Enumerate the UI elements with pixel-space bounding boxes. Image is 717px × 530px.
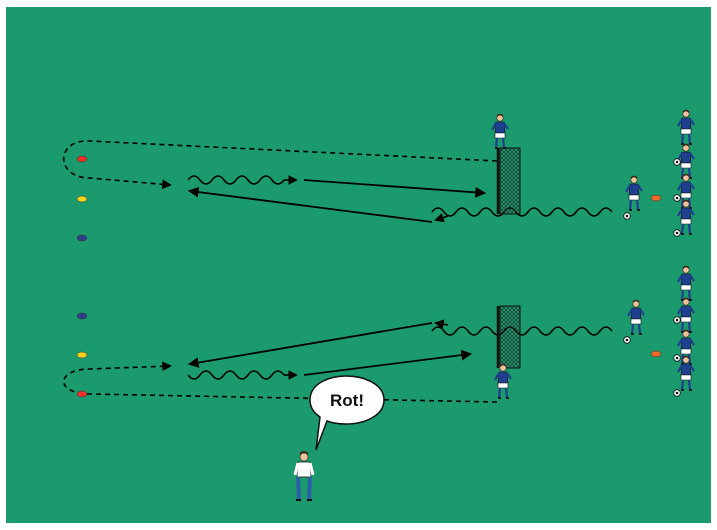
dribble-path-top-right: [431, 207, 613, 217]
cone-orange-bottom: [650, 350, 662, 358]
dribble-path-bottom-right: [431, 326, 613, 336]
ball-top-dribbler: [623, 212, 631, 220]
goal-bottom: [496, 305, 521, 369]
cone-blue-bottom: [76, 312, 88, 320]
cone-red-top: [76, 155, 88, 163]
cone-red-bottom: [76, 390, 88, 398]
cone-blue-top: [76, 234, 88, 242]
cones-left: [76, 155, 88, 398]
dribble-path-bottom-left: [187, 370, 285, 380]
coach: [293, 451, 315, 501]
speech-bubble: Rot!: [309, 375, 385, 451]
pitch-surface: [6, 7, 711, 523]
cone-orange-top: [650, 194, 662, 202]
goal-top: [496, 147, 521, 215]
cone-yellow-top: [76, 195, 88, 203]
dribble-path-top-left: [187, 175, 285, 185]
pass-arrow-bottom-to-goal: [303, 349, 473, 376]
pass-arrow-top-back: [187, 186, 433, 223]
pass-arrow-bottom-back: [187, 322, 433, 368]
cone-yellow-bottom: [76, 351, 88, 359]
run-path-top: [63, 140, 498, 190]
ball-bottom-dribbler: [623, 336, 631, 344]
pass-arrow-top-to-goal: [303, 179, 487, 198]
coach-callout-text: Rot!: [330, 391, 364, 410]
